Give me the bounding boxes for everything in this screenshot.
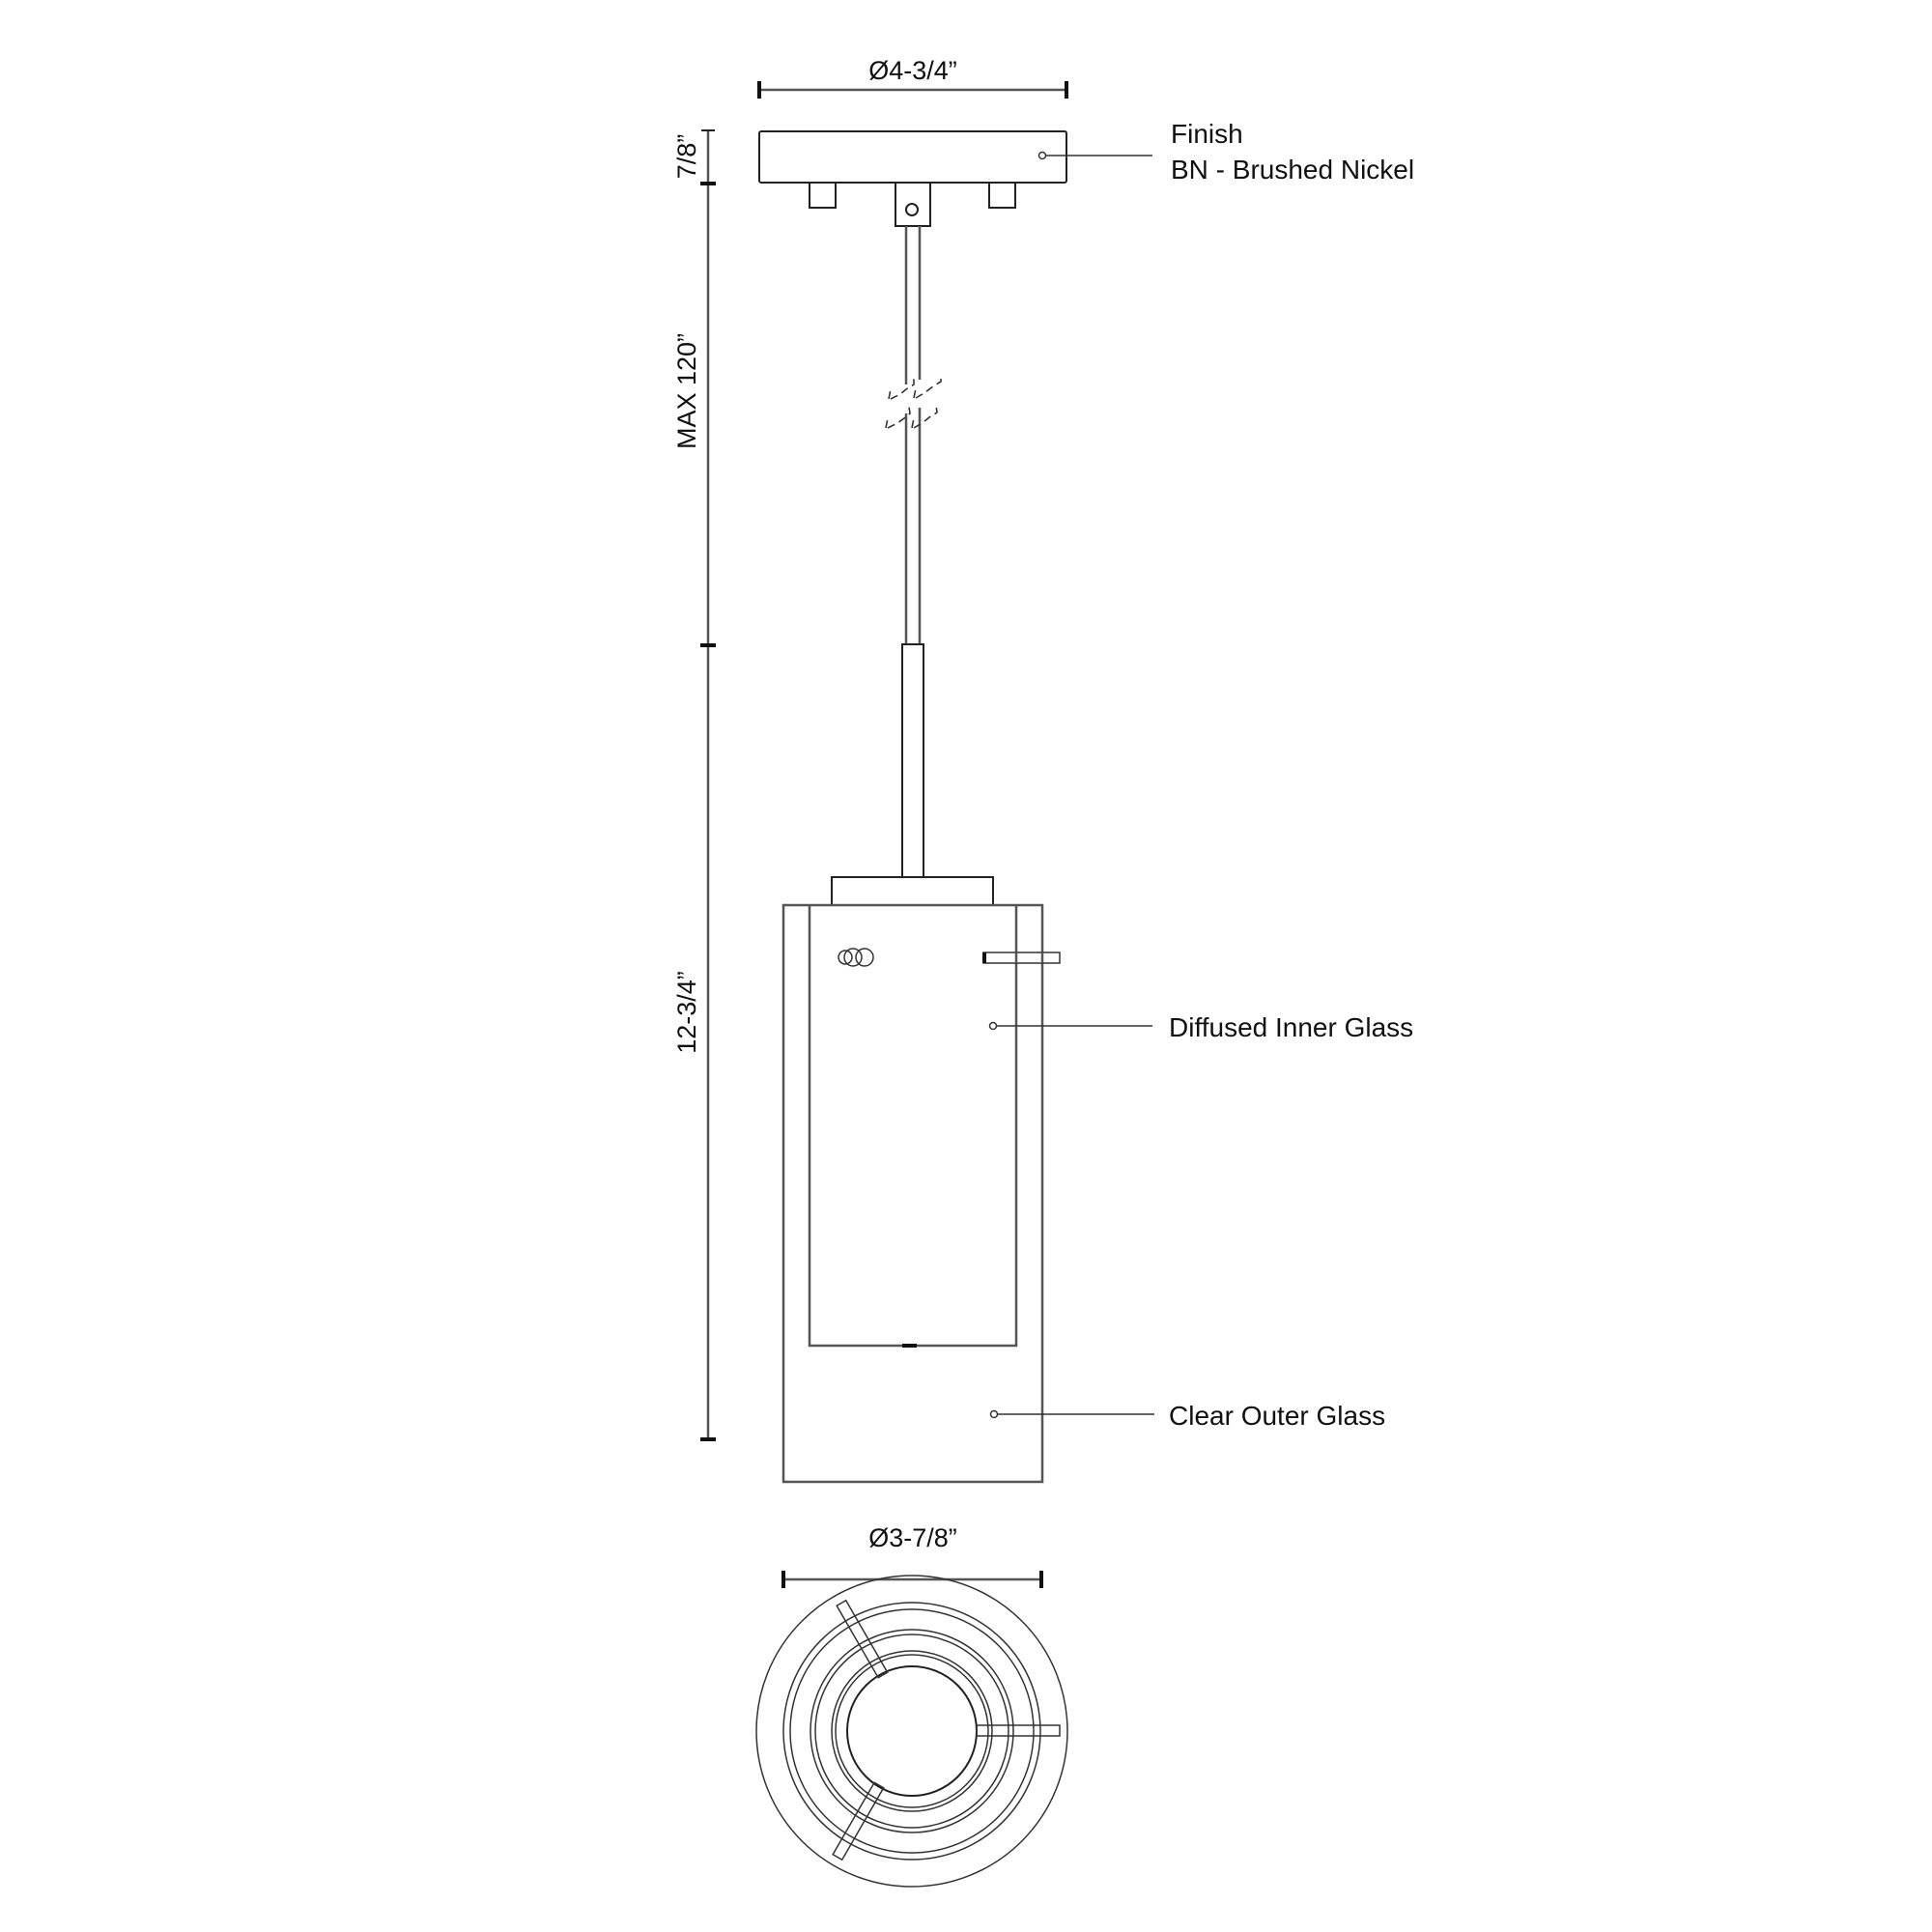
finish-value: BN - Brushed Nickel — [1171, 155, 1414, 185]
knob-icon — [838, 948, 874, 967]
max-stem-label: MAX 120” — [672, 333, 701, 449]
stem — [885, 226, 942, 878]
outer-glass-label: Clear Outer Glass — [1169, 1401, 1385, 1431]
vertical-dimensions: 7/8” MAX 120” 12-3/4” — [672, 129, 716, 1441]
canopy-diameter-dimension: Ø4-3/4” — [757, 56, 1068, 99]
fixture-height-label: 12-3/4” — [672, 971, 701, 1054]
canopy-diameter-label: Ø4-3/4” — [868, 56, 957, 85]
shade-diameter-dimension: Ø3-7/8” — [781, 1523, 1043, 1588]
finish-title: Finish — [1171, 119, 1243, 149]
glass-clip — [982, 952, 1061, 964]
inner-glass-label: Diffused Inner Glass — [1169, 1012, 1413, 1042]
outer-glass-callout: Clear Outer Glass — [989, 1401, 1385, 1431]
finish-callout: Finish BN - Brushed Nickel — [1037, 119, 1414, 185]
shade — [781, 876, 1061, 1484]
outer-glass — [781, 903, 1044, 1484]
canopy — [758, 130, 1067, 227]
inner-glass — [808, 905, 1018, 1348]
stem-break-marks — [885, 376, 942, 429]
shade-diameter-label: Ø3-7/8” — [868, 1523, 957, 1552]
plan-view — [755, 1575, 1068, 1888]
inner-glass-callout: Diffused Inner Glass — [988, 1012, 1413, 1042]
canopy-height-label: 7/8” — [672, 134, 701, 180]
